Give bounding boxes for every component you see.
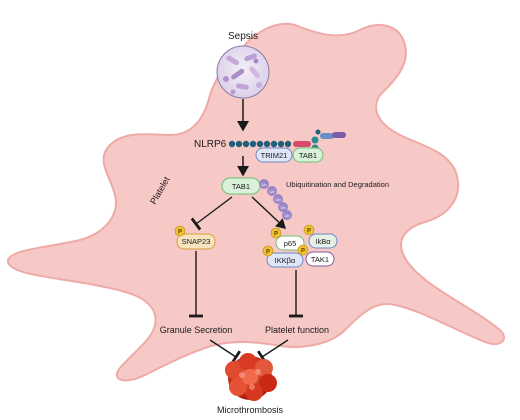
microthrombus-icon bbox=[225, 353, 277, 401]
inhibit-tab1-snap23 bbox=[190, 196, 233, 231]
tab1-complex-label: TAB1 bbox=[299, 151, 317, 160]
tak1-phospho-label: P bbox=[301, 249, 305, 255]
ub-mark-1: Ub bbox=[261, 182, 267, 187]
ub-mark-3: Ub bbox=[275, 197, 281, 202]
tab1-box: TAB1 bbox=[221, 177, 261, 195]
tak1-phospho: P bbox=[297, 244, 309, 256]
sepsis-label: Sepsis bbox=[228, 31, 258, 42]
trim21-label: TRIM21 bbox=[261, 151, 288, 160]
p65-phospho-label: P bbox=[274, 232, 278, 238]
tab1-complex-box: TAB1 bbox=[292, 147, 324, 163]
ikb-box: IkBα bbox=[308, 233, 338, 249]
snap23-phospho: P bbox=[174, 225, 186, 237]
ikk-label: IKKβα bbox=[275, 256, 296, 265]
tak1-label: TAK1 bbox=[311, 255, 329, 264]
platelet-function-label: Platelet function bbox=[265, 325, 329, 335]
nlrp6-protein bbox=[228, 129, 346, 152]
p65-label: p65 bbox=[284, 239, 297, 248]
ikb-phospho-label: P bbox=[307, 229, 311, 235]
snap23-box: SNAP23 bbox=[176, 233, 216, 250]
ikk-phospho: P bbox=[262, 245, 274, 257]
ikk-phospho-label: P bbox=[266, 250, 270, 256]
tak1-box: TAK1 bbox=[305, 251, 335, 267]
p65-box: p65 bbox=[275, 235, 305, 251]
tab1-label: TAB1 bbox=[232, 182, 250, 191]
nlrp6-label: NLRP6 bbox=[194, 139, 227, 150]
ubiquitination-label: Ubiquitination and Degradation bbox=[286, 180, 389, 189]
ikb-label: IkBα bbox=[315, 237, 331, 246]
ikb-phospho: P bbox=[303, 224, 315, 236]
ub-mark-4: Ub bbox=[280, 205, 286, 210]
inhibit-function-thrombus bbox=[256, 339, 289, 364]
ubiquitin-chain: Ub Ub Ub Ub Ub bbox=[259, 179, 292, 220]
platelet-cell bbox=[7, 22, 505, 382]
bacteria-icon bbox=[216, 45, 270, 99]
inhibit-granule-thrombus bbox=[209, 339, 242, 364]
snap23-phospho-label: P bbox=[178, 230, 182, 236]
trim21-box: TRIM21 bbox=[255, 147, 293, 163]
snap23-label: SNAP23 bbox=[182, 237, 211, 246]
ub-mark-2: Ub bbox=[269, 189, 275, 194]
p65-phospho: P bbox=[270, 227, 282, 239]
ikk-box: IKKβα bbox=[266, 252, 304, 268]
granule-secretion-label: Granule Secretion bbox=[160, 325, 233, 335]
inhibit-tab1-p65 bbox=[251, 196, 287, 229]
ub-mark-5: Ub bbox=[284, 213, 290, 218]
microthrombosis-label: Microthrombosis bbox=[217, 405, 284, 415]
